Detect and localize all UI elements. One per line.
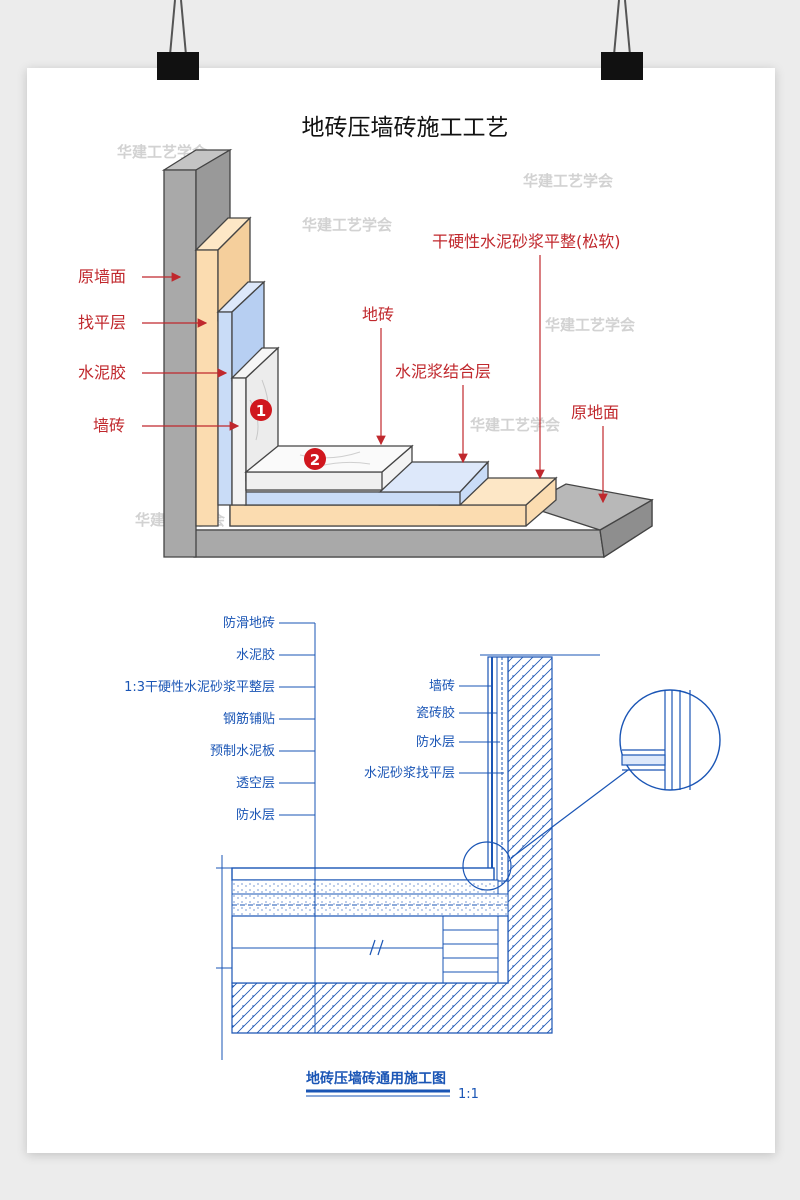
binder-clip-left	[157, 0, 199, 80]
label-waterproof: 防水层	[416, 734, 455, 750]
marker-2: 2	[304, 448, 326, 470]
label-leveling: 找平层	[78, 313, 126, 332]
svg-text:2: 2	[310, 451, 320, 469]
layer-illustration: 1 2	[161, 148, 654, 559]
label-waterproof: 防水层	[236, 807, 275, 823]
label-wall-tile: 墙砖	[93, 416, 125, 435]
label-dry-mortar: 1:3干硬性水泥砂浆平整层	[124, 680, 275, 695]
watermark: 华建工艺学会	[302, 216, 392, 234]
label-cement-glue: 水泥胶	[78, 363, 126, 382]
label-dry-mortar: 干硬性水泥砂浆平整(松软)	[432, 232, 621, 251]
label-cement-glue: 水泥胶	[236, 647, 275, 663]
section-drawing	[216, 623, 721, 1060]
bottom-right-labels: 墙砖 瓷砖胶 防水层 水泥砂浆找平层	[364, 679, 504, 781]
binder-clip-right	[601, 0, 643, 80]
label-tile-adhesive: 瓷砖胶	[416, 705, 455, 721]
marker-1: 1	[250, 399, 272, 421]
svg-text:1: 1	[256, 402, 266, 420]
watermark: 华建工艺学会	[523, 172, 613, 190]
bottom-left-labels: 防滑地砖 水泥胶 1:3干硬性水泥砂浆平整层 钢筋铺贴 预制水泥板 透空层 防水…	[124, 615, 315, 823]
label-floor-original: 原地面	[571, 403, 619, 422]
drawing-scale: 1:1	[458, 1087, 479, 1102]
label-floor-tile: 地砖	[362, 305, 394, 324]
label-slurry-layer: 水泥浆结合层	[395, 362, 491, 381]
watermark: 华建工艺学会	[545, 316, 635, 334]
label-precast-panel: 预制水泥板	[210, 744, 275, 759]
top-labels: 原墙面 找平层 水泥胶 墙砖 地砖 水泥浆结合层 干硬性水泥砂浆平整(松软) 原…	[78, 232, 621, 504]
label-air-gap: 透空层	[236, 776, 275, 791]
label-wall-tile: 墙砖	[429, 679, 455, 694]
page-title: 地砖压墙砖施工工艺	[302, 115, 509, 141]
label-mortar-leveling: 水泥砂浆找平层	[364, 766, 455, 781]
label-wall-original: 原墙面	[78, 267, 126, 286]
drawing-title: 地砖压墙砖通用施工图	[306, 1070, 446, 1087]
label-anti-slip-tile: 防滑地砖	[223, 615, 275, 631]
watermark: 华建工艺学会	[470, 416, 560, 434]
label-rebar: 钢筋铺贴	[223, 711, 275, 727]
